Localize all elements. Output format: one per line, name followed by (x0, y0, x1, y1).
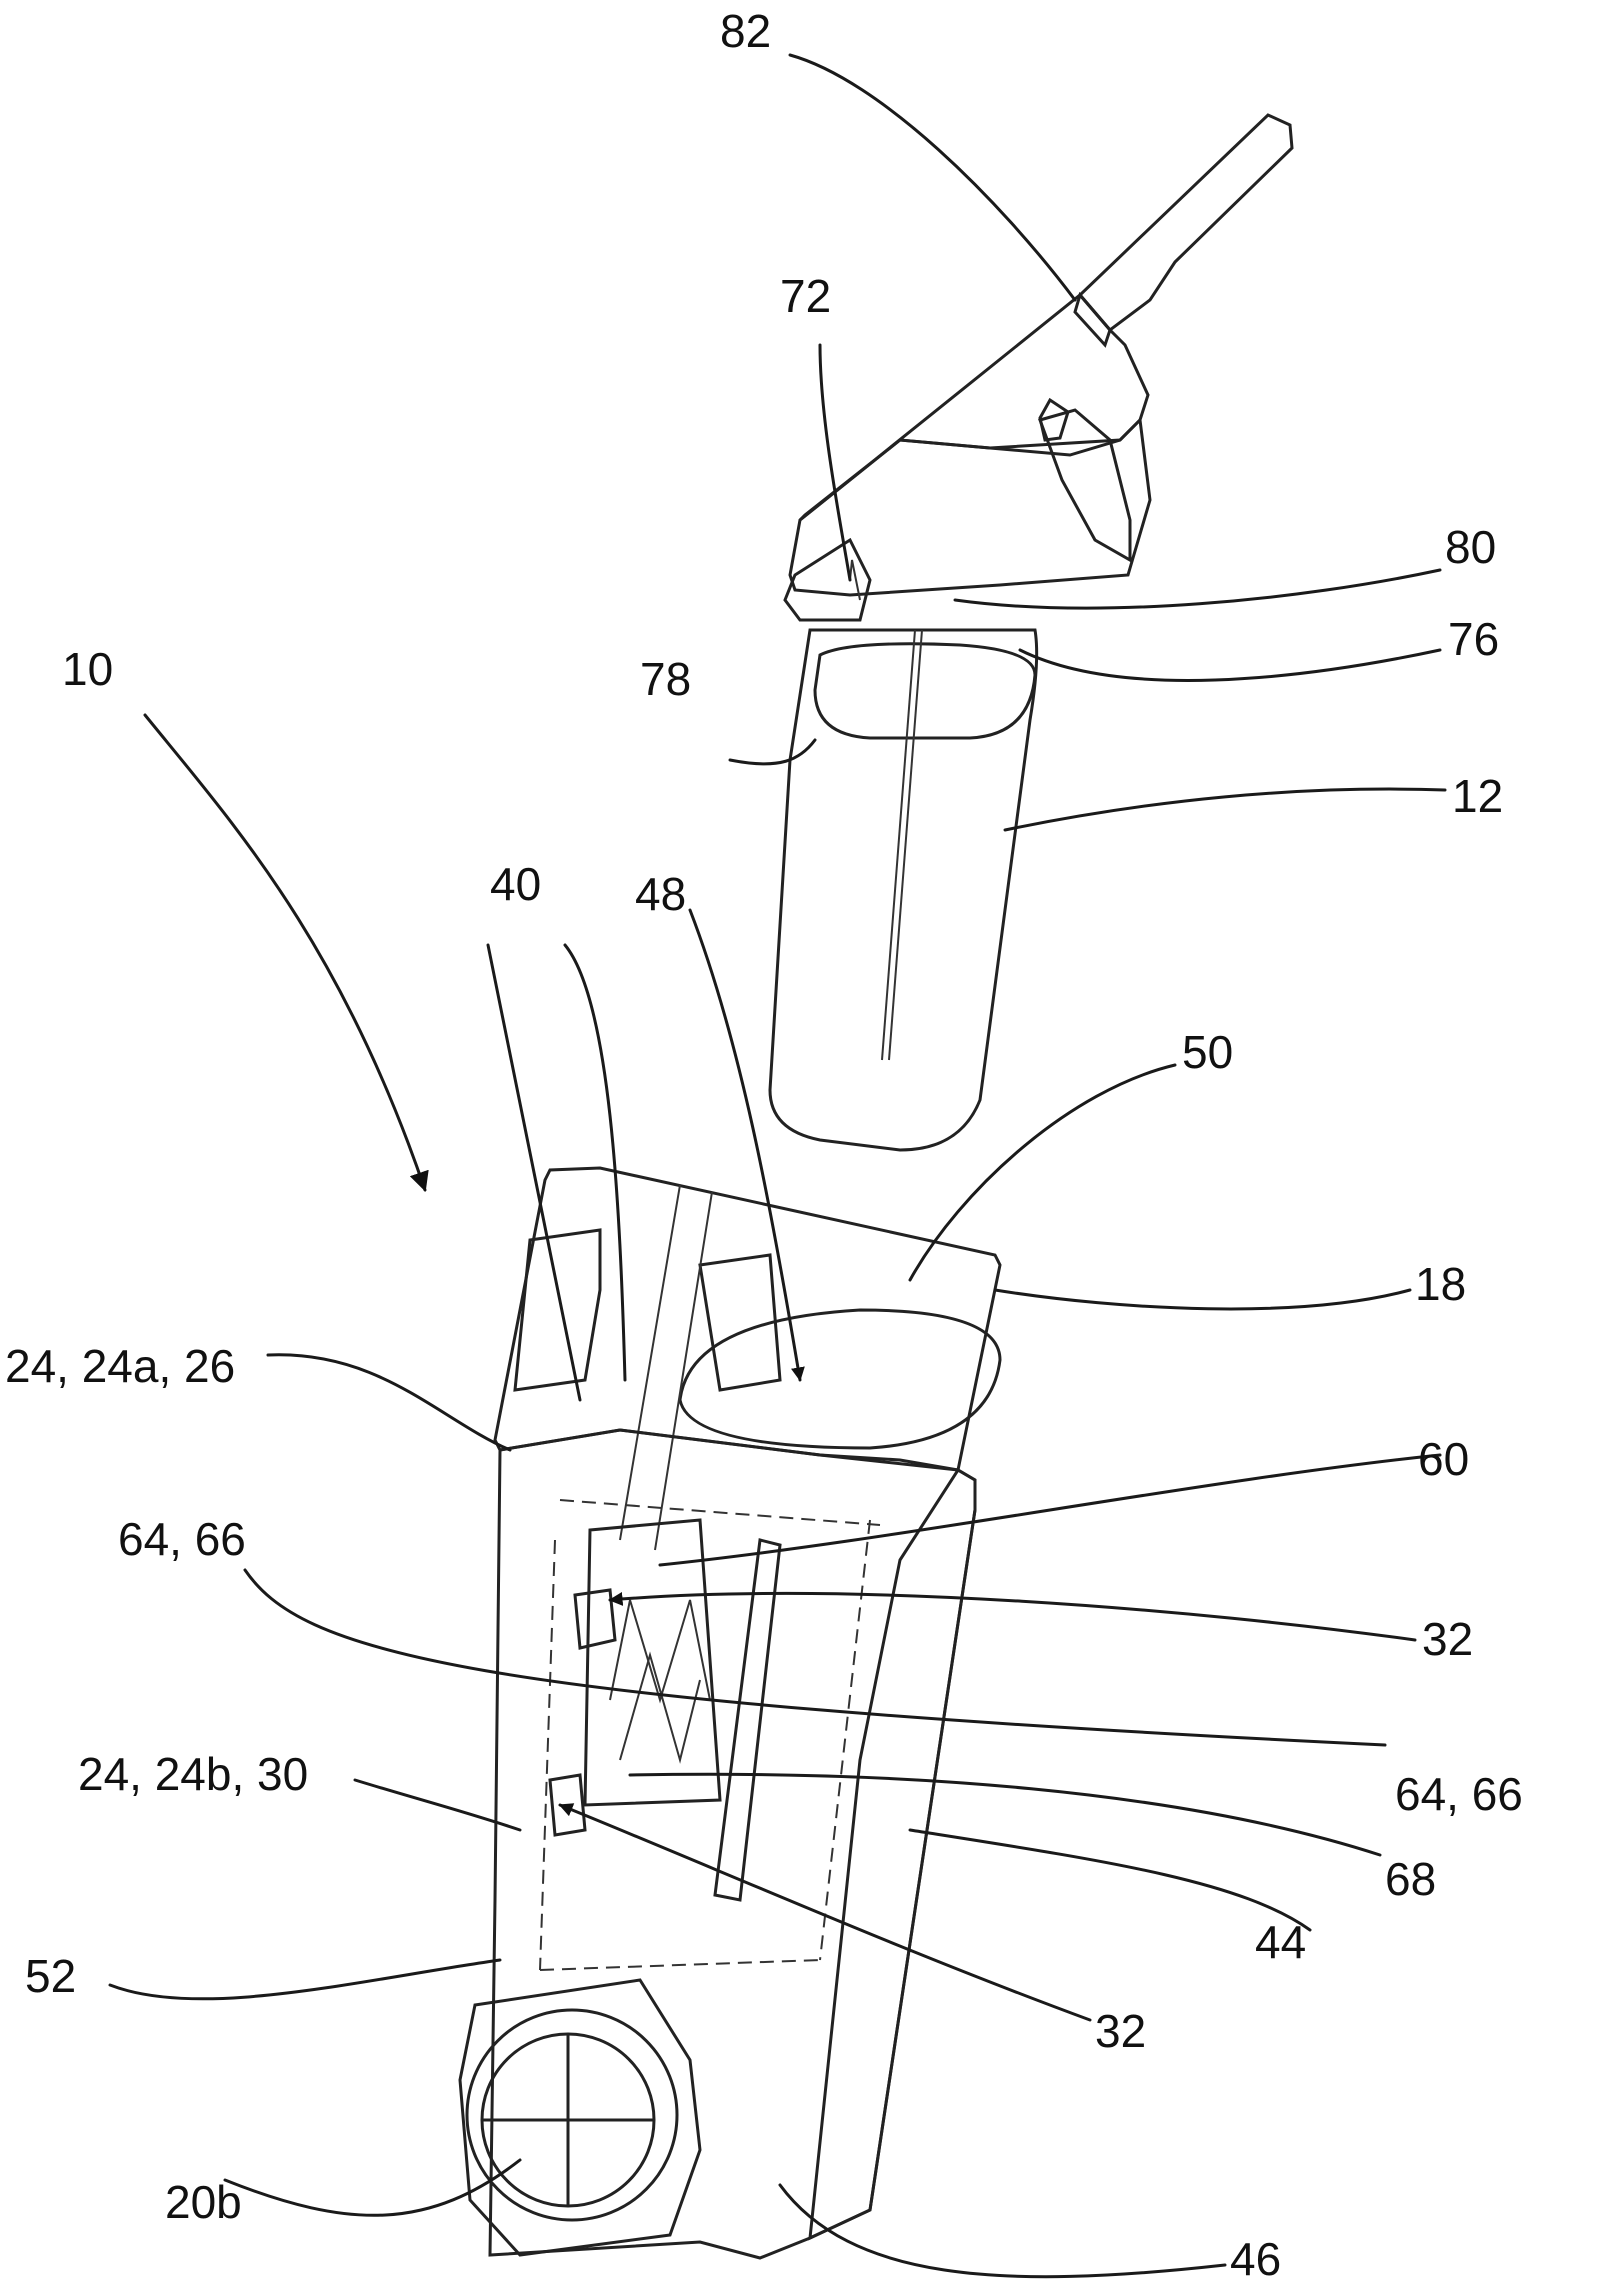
label-32-upper: 32 (1422, 1613, 1473, 1665)
label-52: 52 (25, 1950, 76, 2002)
label-12: 12 (1452, 770, 1503, 822)
reference-numerals: 82 72 80 76 78 10 12 40 48 50 18 24, 24a… (5, 5, 1523, 2285)
label-76: 76 (1448, 613, 1499, 665)
label-32-lower: 32 (1095, 2005, 1146, 2057)
label-24-24a-26: 24, 24a, 26 (5, 1340, 235, 1392)
label-46: 46 (1230, 2233, 1281, 2285)
label-64-66-left: 64, 66 (118, 1513, 246, 1565)
lid-assembly (785, 115, 1292, 620)
label-20b: 20b (165, 2176, 242, 2228)
label-60: 60 (1418, 1433, 1469, 1485)
capsule (770, 630, 1037, 1150)
label-68: 68 (1385, 1853, 1436, 1905)
label-48: 48 (635, 868, 686, 920)
label-44: 44 (1255, 1916, 1306, 1968)
label-64-66-right: 64, 66 (1395, 1768, 1523, 1820)
label-50: 50 (1182, 1026, 1233, 1078)
label-10: 10 (62, 643, 113, 695)
label-80: 80 (1445, 521, 1496, 573)
leader-lines (110, 55, 1445, 2277)
label-40: 40 (490, 858, 541, 910)
label-72: 72 (780, 270, 831, 322)
label-24-24b-30: 24, 24b, 30 (78, 1748, 308, 1800)
housing (460, 1168, 1000, 2258)
label-78: 78 (640, 653, 691, 705)
label-18: 18 (1415, 1258, 1466, 1310)
label-82: 82 (720, 5, 771, 57)
